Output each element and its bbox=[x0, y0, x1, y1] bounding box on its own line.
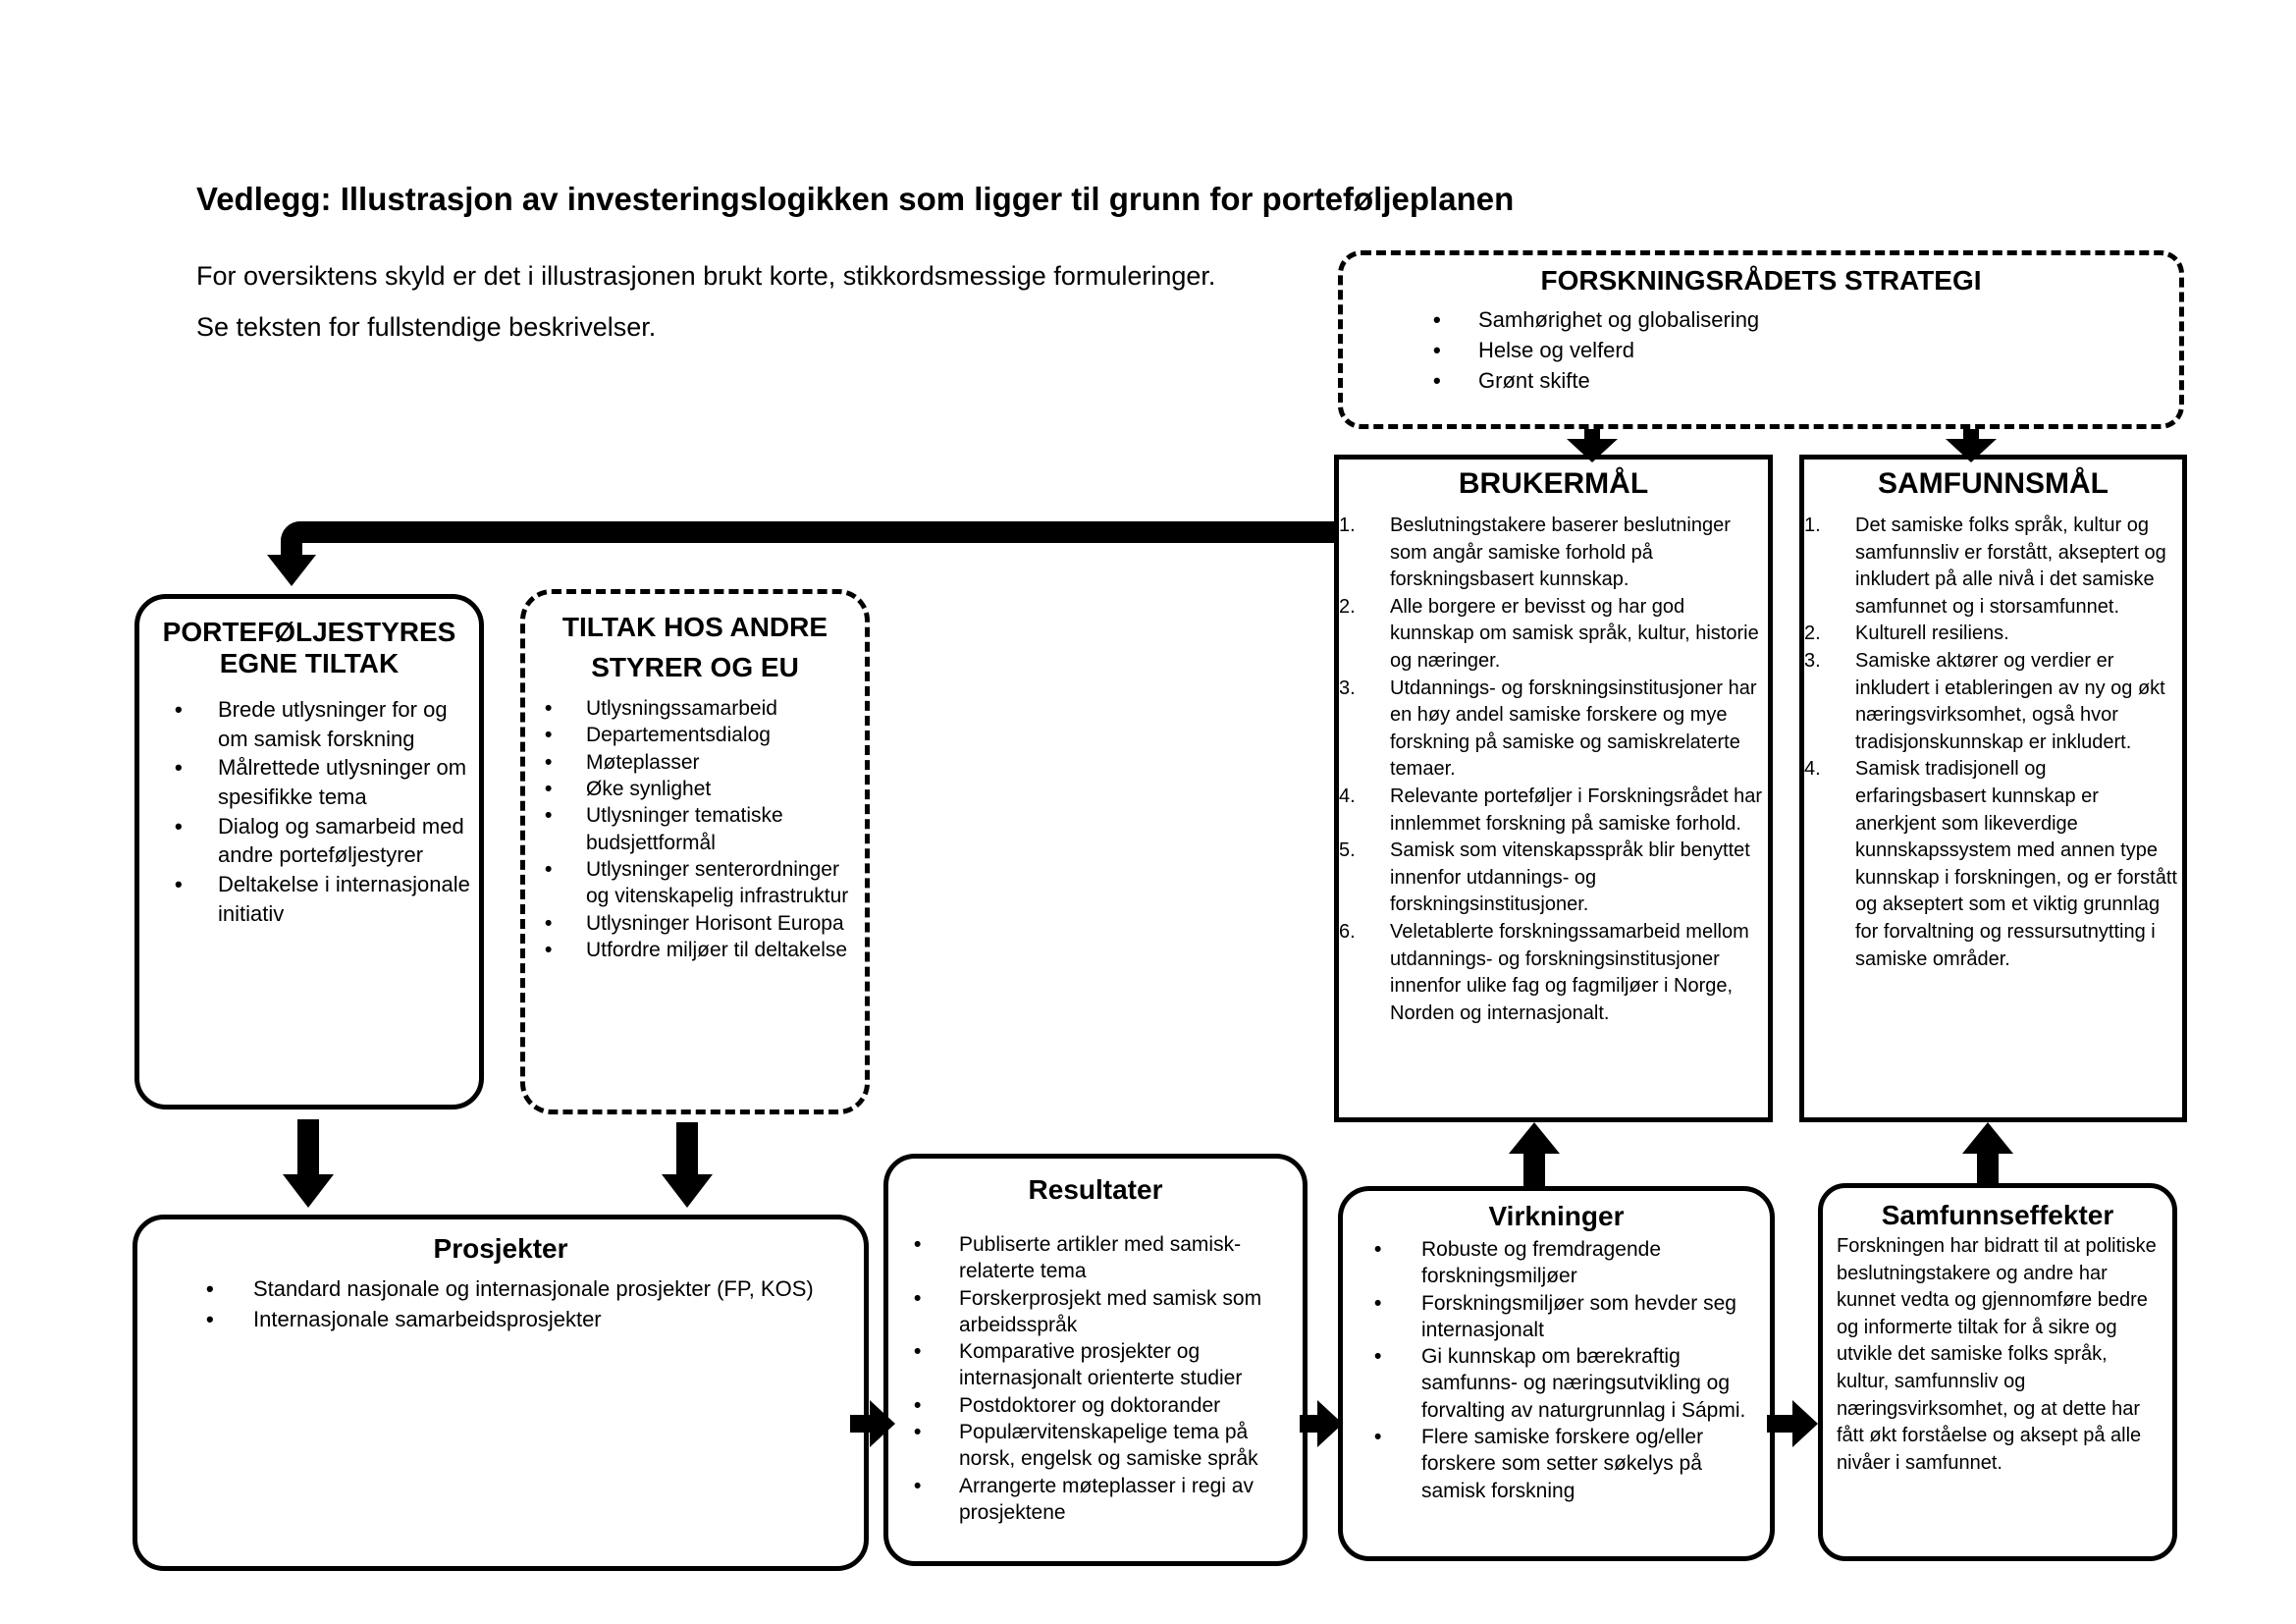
societal-impact-title: Samfunnseffekter bbox=[1881, 1200, 2114, 1230]
societal-goal-item: Samisk tradisjonell og erfaringsbasert k… bbox=[1804, 756, 2177, 970]
portfolio-board-measures-title: PORTEFØLJESTYRES EGNE TILTAK bbox=[162, 617, 456, 678]
strategy-item: Samhørighet og globalisering bbox=[1433, 304, 2160, 335]
results-title: Resultater bbox=[1028, 1174, 1163, 1205]
measure-item: Dialog og samarbeid med andre portefølje… bbox=[175, 812, 471, 870]
strategy-item: Helse og velferd bbox=[1433, 335, 2160, 365]
projects-box: Prosjekter Standard nasjonale og interna… bbox=[133, 1215, 869, 1571]
result-item: Populærvitenskapelige tema på norsk, eng… bbox=[914, 1419, 1295, 1473]
arrow-head-down-icon bbox=[283, 1174, 334, 1208]
arrow-shaft bbox=[676, 1122, 698, 1176]
other-boards-measures-list: Utlysningssamarbeid Departementsdialog M… bbox=[525, 695, 865, 963]
measure-item: Målrettede utlysninger om spesifikke tem… bbox=[175, 753, 471, 811]
strategy-title: FORSKNINGSRÅDETS STRATEGI bbox=[1540, 265, 1982, 296]
arrow-head-right-icon bbox=[1792, 1400, 1818, 1447]
user-goal-item: Alle borgere er bevisst og har god kunns… bbox=[1339, 594, 1759, 672]
arrow-horizontal-bar bbox=[281, 521, 1334, 543]
societal-goals-title: SAMFUNNSMÅL bbox=[1878, 467, 2109, 500]
arrow-shaft bbox=[850, 1415, 870, 1433]
arrow-head-down-icon bbox=[267, 555, 316, 586]
effects-list: Robuste og fremdragende forskningsmiljøe… bbox=[1343, 1236, 1770, 1504]
effects-title: Virkninger bbox=[1488, 1201, 1625, 1231]
arrow-shaft bbox=[1584, 429, 1600, 441]
effect-item: Forskningsmiljøer som hevder seg interna… bbox=[1374, 1290, 1762, 1344]
arrow-vertical-segment bbox=[281, 521, 302, 559]
user-goal-item: Beslutningstakere baserer beslutninger s… bbox=[1339, 513, 1731, 591]
societal-goal-item: Kulturell resiliens. bbox=[1804, 621, 2009, 647]
arrow-head-up-icon bbox=[1962, 1122, 2013, 1154]
arrow-head-right-icon bbox=[1317, 1400, 1343, 1447]
user-goals-list: Beslutningstakere baserer beslutninger s… bbox=[1339, 513, 1768, 1027]
arrow-head-down-icon bbox=[1567, 439, 1618, 462]
project-item: Standard nasjonale og internasjonale pro… bbox=[206, 1274, 850, 1305]
measure-item: Deltakelse i internasjonale initiativ bbox=[175, 870, 471, 928]
effect-item: Robuste og fremdragende forskningsmiljøe… bbox=[1374, 1236, 1762, 1290]
societal-impact-box: Samfunnseffekter Forskningen har bidratt… bbox=[1818, 1183, 2177, 1561]
other-boards-measures-title: TILTAK HOS ANDRE STYRER OG EU bbox=[561, 612, 828, 682]
result-item: Arrangerte møteplasser i regi av prosjek… bbox=[914, 1473, 1295, 1527]
user-goals-box: BRUKERMÅL Beslutningstakere baserer besl… bbox=[1334, 455, 1773, 1122]
other-boards-measures-box: TILTAK HOS ANDRE STYRER OG EU Utlysnings… bbox=[520, 589, 870, 1114]
user-goal-item: Veletablerte forskningssamarbeid mellom … bbox=[1339, 919, 1749, 1024]
project-item: Internasjonale samarbeidsprosjekter bbox=[206, 1305, 850, 1335]
strategy-item: Grønt skifte bbox=[1433, 365, 2160, 396]
societal-goal-item: Samiske aktører og verdier er inkludert … bbox=[1804, 648, 2165, 753]
arrow-shaft bbox=[1977, 1152, 1999, 1185]
strategy-list: Samhørighet og globalisering Helse og ve… bbox=[1343, 297, 2179, 397]
societal-goal-item: Det samiske folks språk, kultur og samfu… bbox=[1804, 513, 2166, 618]
projects-list: Standard nasjonale og internasjonale pro… bbox=[137, 1274, 864, 1335]
societal-goals-box: SAMFUNNSMÅL Det samiske folks språk, kul… bbox=[1799, 455, 2187, 1122]
page-title: Vedlegg: Illustrasjon av investeringslog… bbox=[196, 181, 1515, 217]
portfolio-board-measures-list: Brede utlysninger for og om samisk forsk… bbox=[139, 695, 479, 929]
arrow-head-down-icon bbox=[1946, 439, 1997, 462]
arrow-shaft bbox=[1523, 1152, 1545, 1187]
page-subtitle-line1: For oversiktens skyld er det i illustras… bbox=[196, 261, 1216, 291]
results-list: Publiserte artikler med samisk-relaterte… bbox=[888, 1231, 1303, 1526]
measure-item: Utfordre miljøer til deltakelse bbox=[545, 937, 859, 964]
measure-item: Departementsdialog bbox=[545, 722, 859, 749]
effects-box: Virkninger Robuste og fremdragende forsk… bbox=[1338, 1186, 1775, 1561]
measure-item: Utlysningssamarbeid bbox=[545, 695, 859, 723]
societal-goals-list: Det samiske folks språk, kultur og samfu… bbox=[1804, 513, 2182, 973]
arrow-shaft bbox=[1963, 429, 1979, 441]
user-goals-title: BRUKERMÅL bbox=[1458, 467, 1649, 500]
arrow-head-right-icon bbox=[870, 1400, 895, 1447]
measure-item: Utlysninger senterordninger og vitenskap… bbox=[545, 856, 859, 910]
user-goal-item: Utdannings- og forskningsinstitusjoner h… bbox=[1339, 676, 1757, 781]
measure-item: Utlysninger tematiske budsjettformål bbox=[545, 802, 859, 856]
arrow-head-down-icon bbox=[662, 1174, 713, 1208]
measure-item: Brede utlysninger for og om samisk forsk… bbox=[175, 695, 471, 753]
effect-item: Gi kunnskap om bærekraftig samfunns- og … bbox=[1374, 1343, 1762, 1424]
projects-title: Prosjekter bbox=[433, 1233, 568, 1264]
result-item: Publiserte artikler med samisk-relaterte… bbox=[914, 1231, 1295, 1285]
effect-item: Flere samiske forskere og/eller forskere… bbox=[1374, 1424, 1762, 1504]
measure-item: Øke synlighet bbox=[545, 776, 859, 803]
results-box: Resultater Publiserte artikler med samis… bbox=[883, 1154, 1308, 1566]
result-item: Forskerprosjekt med samisk som arbeidssp… bbox=[914, 1285, 1295, 1339]
societal-impact-text: Forskningen har bidratt til at politiske… bbox=[1837, 1235, 2157, 1474]
arrow-head-up-icon bbox=[1509, 1122, 1560, 1154]
result-item: Postdoktorer og doktorander bbox=[914, 1392, 1295, 1420]
measure-item: Møteplasser bbox=[545, 749, 859, 777]
arrow-shaft bbox=[1767, 1415, 1792, 1433]
page-subtitle-line2: Se teksten for fullstendige beskrivelser… bbox=[196, 312, 657, 342]
measure-item: Utlysninger Horisont Europa bbox=[545, 910, 859, 938]
result-item: Komparative prosjekter og internasjonalt… bbox=[914, 1338, 1295, 1392]
strategy-box: FORSKNINGSRÅDETS STRATEGI Samhørighet og… bbox=[1338, 250, 2184, 429]
arrow-shaft bbox=[1300, 1415, 1317, 1433]
arrow-shaft bbox=[297, 1119, 319, 1176]
user-goal-item: Samisk som vitenskapsspråk blir benyttet… bbox=[1339, 838, 1750, 916]
portfolio-board-measures-box: PORTEFØLJESTYRES EGNE TILTAK Brede utlys… bbox=[134, 594, 484, 1110]
user-goal-item: Relevante porteføljer i Forskningsrådet … bbox=[1339, 784, 1763, 835]
